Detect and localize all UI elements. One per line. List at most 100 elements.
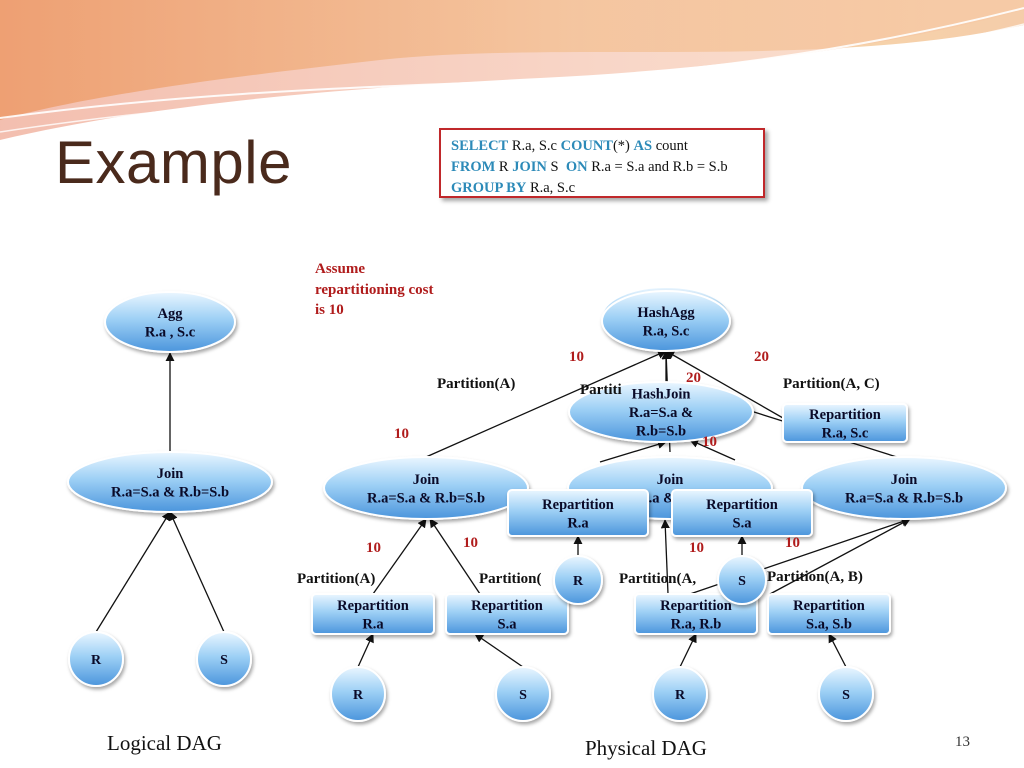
repartition-sa-node-text: Repartition [706, 497, 778, 513]
physical-r-1-node-text: R [353, 688, 364, 703]
physical-r-2-node: R [652, 666, 708, 722]
repartition-sa-sb-node-text: S.a, S.b [806, 616, 852, 632]
cost-label: 10 [702, 434, 717, 450]
sql-text: S [546, 159, 566, 175]
logical-s-node-text: S [220, 653, 228, 668]
sql-text: R.a = S.a and R.b = S.b [587, 159, 728, 175]
dag-edge-arrow [169, 511, 225, 633]
repartition-sa-node-shape [671, 489, 813, 537]
physical-r-1-node: R [330, 666, 386, 722]
cost-label: 10 [689, 540, 704, 556]
hashjoin-node-shape [568, 381, 754, 443]
physical-s-middle-node-text: S [738, 574, 746, 589]
partition-label: Partition(A, [619, 571, 696, 587]
dag-edge-arrow [679, 633, 697, 668]
partition-label: Partition(A, C) [783, 376, 880, 392]
logical-join-node-text: R.a=S.a & R.b=S.b [111, 484, 229, 500]
partition-label: Partiti [580, 382, 622, 398]
physical-join-1-node-text: R.a=S.a & R.b=S.b [367, 490, 485, 506]
cost-label: 10 [569, 349, 584, 365]
sql-text: R.a, S.c [508, 138, 561, 154]
physical-s-1-node-shape [495, 666, 551, 722]
repartition-sa-bottom-node-text: S.a [498, 616, 518, 632]
physical-s-middle-node-shape [717, 555, 767, 605]
repartition-ra-sc-node-text: R.a, S.c [822, 425, 869, 441]
logical-agg-node-text: Agg [158, 306, 184, 322]
repartition-sa-node-text: S.a [733, 515, 753, 531]
cost-label: 10 [785, 535, 800, 551]
sql-text: count [652, 138, 688, 154]
physical-join-2-node-text: Join [657, 472, 684, 488]
logical-agg-node-shape [104, 291, 236, 353]
hashjoin-node-text: R.a=S.a & [629, 405, 693, 421]
page-number: 13 [955, 734, 970, 750]
repartition-ra-sc-node-shape [782, 403, 908, 443]
sql-keyword: JOIN [512, 159, 547, 175]
hashagg-node-shape [601, 290, 731, 352]
sql-keyword: GROUP BY [451, 180, 527, 196]
physical-r-middle-node-shape [553, 555, 603, 605]
dag-edges [95, 350, 911, 668]
dag-edge-arrow [660, 519, 670, 595]
physical-r-middle-node: R [553, 555, 603, 605]
logical-r-node: R [68, 631, 124, 687]
sql-keyword: COUNT [560, 138, 613, 154]
logical-join-node-text: Join [157, 466, 184, 482]
repartition-ra-rb-node-text: Repartition [660, 598, 732, 614]
physical-s-1-node-text: S [519, 688, 527, 703]
cost-label: 10 [463, 535, 478, 551]
physical-r-middle-node-text: R [573, 574, 584, 589]
logical-s-node: S [196, 631, 252, 687]
repartition-ra-rb-node-text: R.a, R.b [671, 616, 722, 632]
hashjoin-node-text: R.b=S.b [636, 424, 686, 440]
assumption-note: Assume repartitioning cost is 10 [315, 261, 434, 318]
physical-join-1-node-shape [323, 456, 529, 520]
physical-s-2-node: S [818, 666, 874, 722]
logical-r-node-text: R [91, 653, 102, 668]
physical-r-2-node-shape [652, 666, 708, 722]
dag-edge-arrow [769, 518, 911, 595]
cost-label: 10 [394, 426, 409, 442]
sql-line-2: FROM R JOIN S ON R.a = S.a and R.b = S.b [451, 157, 763, 178]
dag-edge-arrow [425, 350, 667, 458]
sql-line-3: GROUP BY R.a, S.c [451, 178, 763, 199]
partition-label: Partition(A) [297, 571, 375, 587]
hashagg-node-text: R.a, S.c [643, 323, 690, 339]
dag-edge-arrow [357, 633, 374, 668]
repartition-ra-sc-node-text: Repartition [809, 407, 881, 423]
partition-label: Partition(A, B) [767, 569, 863, 585]
logical-agg-node-text: R.a , S.c [145, 324, 196, 340]
sql-keyword: ON [565, 159, 588, 175]
physical-r-2-node-text: R [675, 688, 686, 703]
physical-s-1-node: S [495, 666, 551, 722]
repartition-ra-bottom-node-shape [311, 593, 435, 635]
dag-edge-arrow [599, 440, 667, 463]
physical-join-3-node-shape [801, 456, 1007, 520]
partition-label: Partition(A) [437, 376, 515, 392]
dag-edge-arrow [372, 518, 427, 595]
slide-title: Example [55, 129, 292, 196]
sql-line-1: SELECT R.a, S.c COUNT(*) AS count [451, 136, 763, 157]
dag-edge-arrow [665, 350, 791, 423]
repartition-sa-sb-node-shape [767, 593, 891, 635]
hashjoin-node-text: HashJoin [632, 387, 691, 403]
cost-label: 10 [366, 540, 381, 556]
logical-s-node-shape [196, 631, 252, 687]
physical-join-3-node-text: Join [891, 472, 918, 488]
repartition-ra-node-text: Repartition [542, 497, 614, 513]
sql-query-box: SELECT R.a, S.c COUNT(*) AS count FROM R… [439, 128, 765, 198]
sql-text: R.a, S.c [526, 180, 576, 196]
